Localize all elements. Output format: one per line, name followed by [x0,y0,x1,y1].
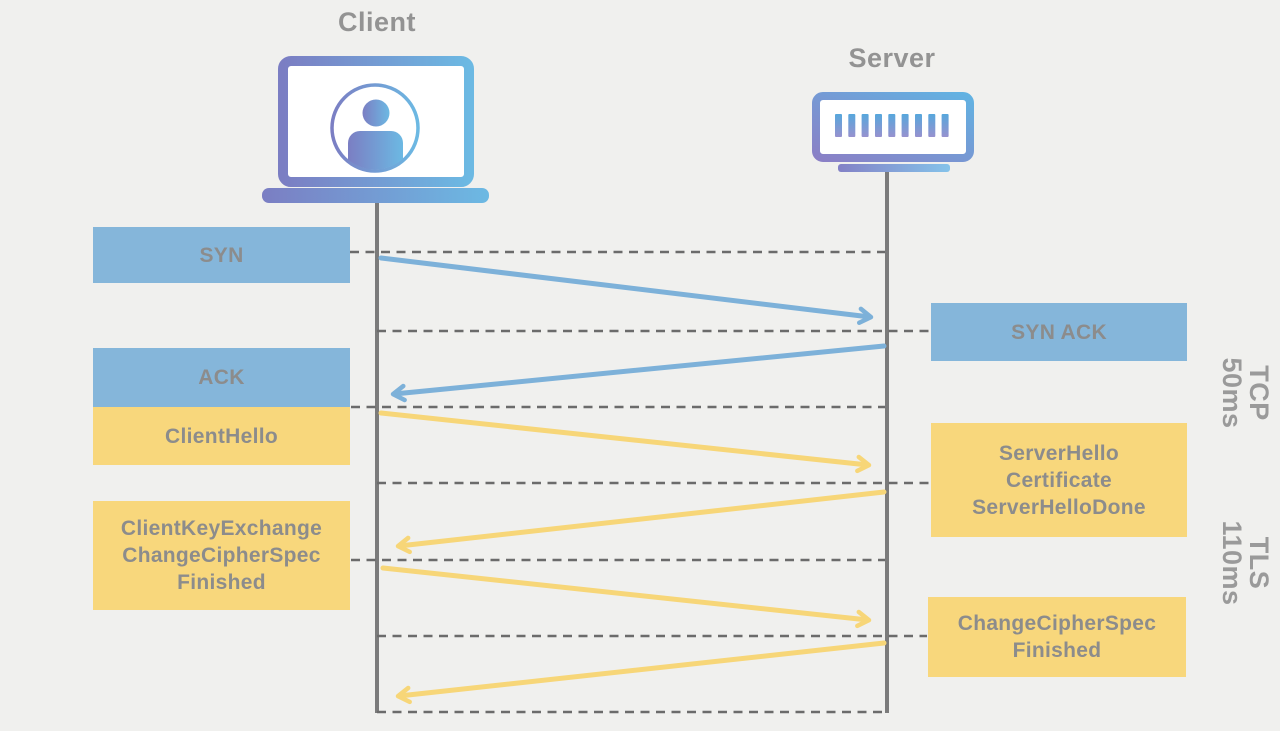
message-syn: SYN [93,227,350,283]
server-base [838,164,950,172]
laptop-user-icon [262,56,489,203]
phase-label-tls: TLS 110ms [1217,520,1274,606]
server-title: Server [848,43,936,73]
message-change-cipher-spec: ChangeCipherSpec Finished [928,597,1186,677]
syn-ack-arrow [390,343,887,403]
phase-label-tcp: TCP 50ms [1217,357,1274,429]
server-slots [835,114,949,137]
message-ack: ACK [93,348,350,407]
tcp-arrows [378,255,887,403]
laptop-base [262,188,489,203]
user-avatar-circle [330,83,420,173]
server-hello-arrow [395,489,887,555]
client-hello-arrow [378,410,872,474]
user-body [348,131,403,170]
syn-arrow [378,255,874,326]
client-key-exchange-arrow [380,565,872,629]
client-title: Client [337,7,416,37]
message-syn-ack: SYN ACK [931,303,1187,361]
message-client-key-exchange: ClientKeyExchange ChangeCipherSpec Finis… [93,501,350,610]
change-cipher-spec-arrow [395,640,887,705]
server-rack-icon [812,92,974,172]
timeline-dashes [350,250,930,714]
message-client-hello: ClientHello [93,407,350,465]
message-server-hello: ServerHello Certificate ServerHelloDone [931,423,1187,537]
user-head [362,99,390,127]
tls-arrows [378,410,887,705]
